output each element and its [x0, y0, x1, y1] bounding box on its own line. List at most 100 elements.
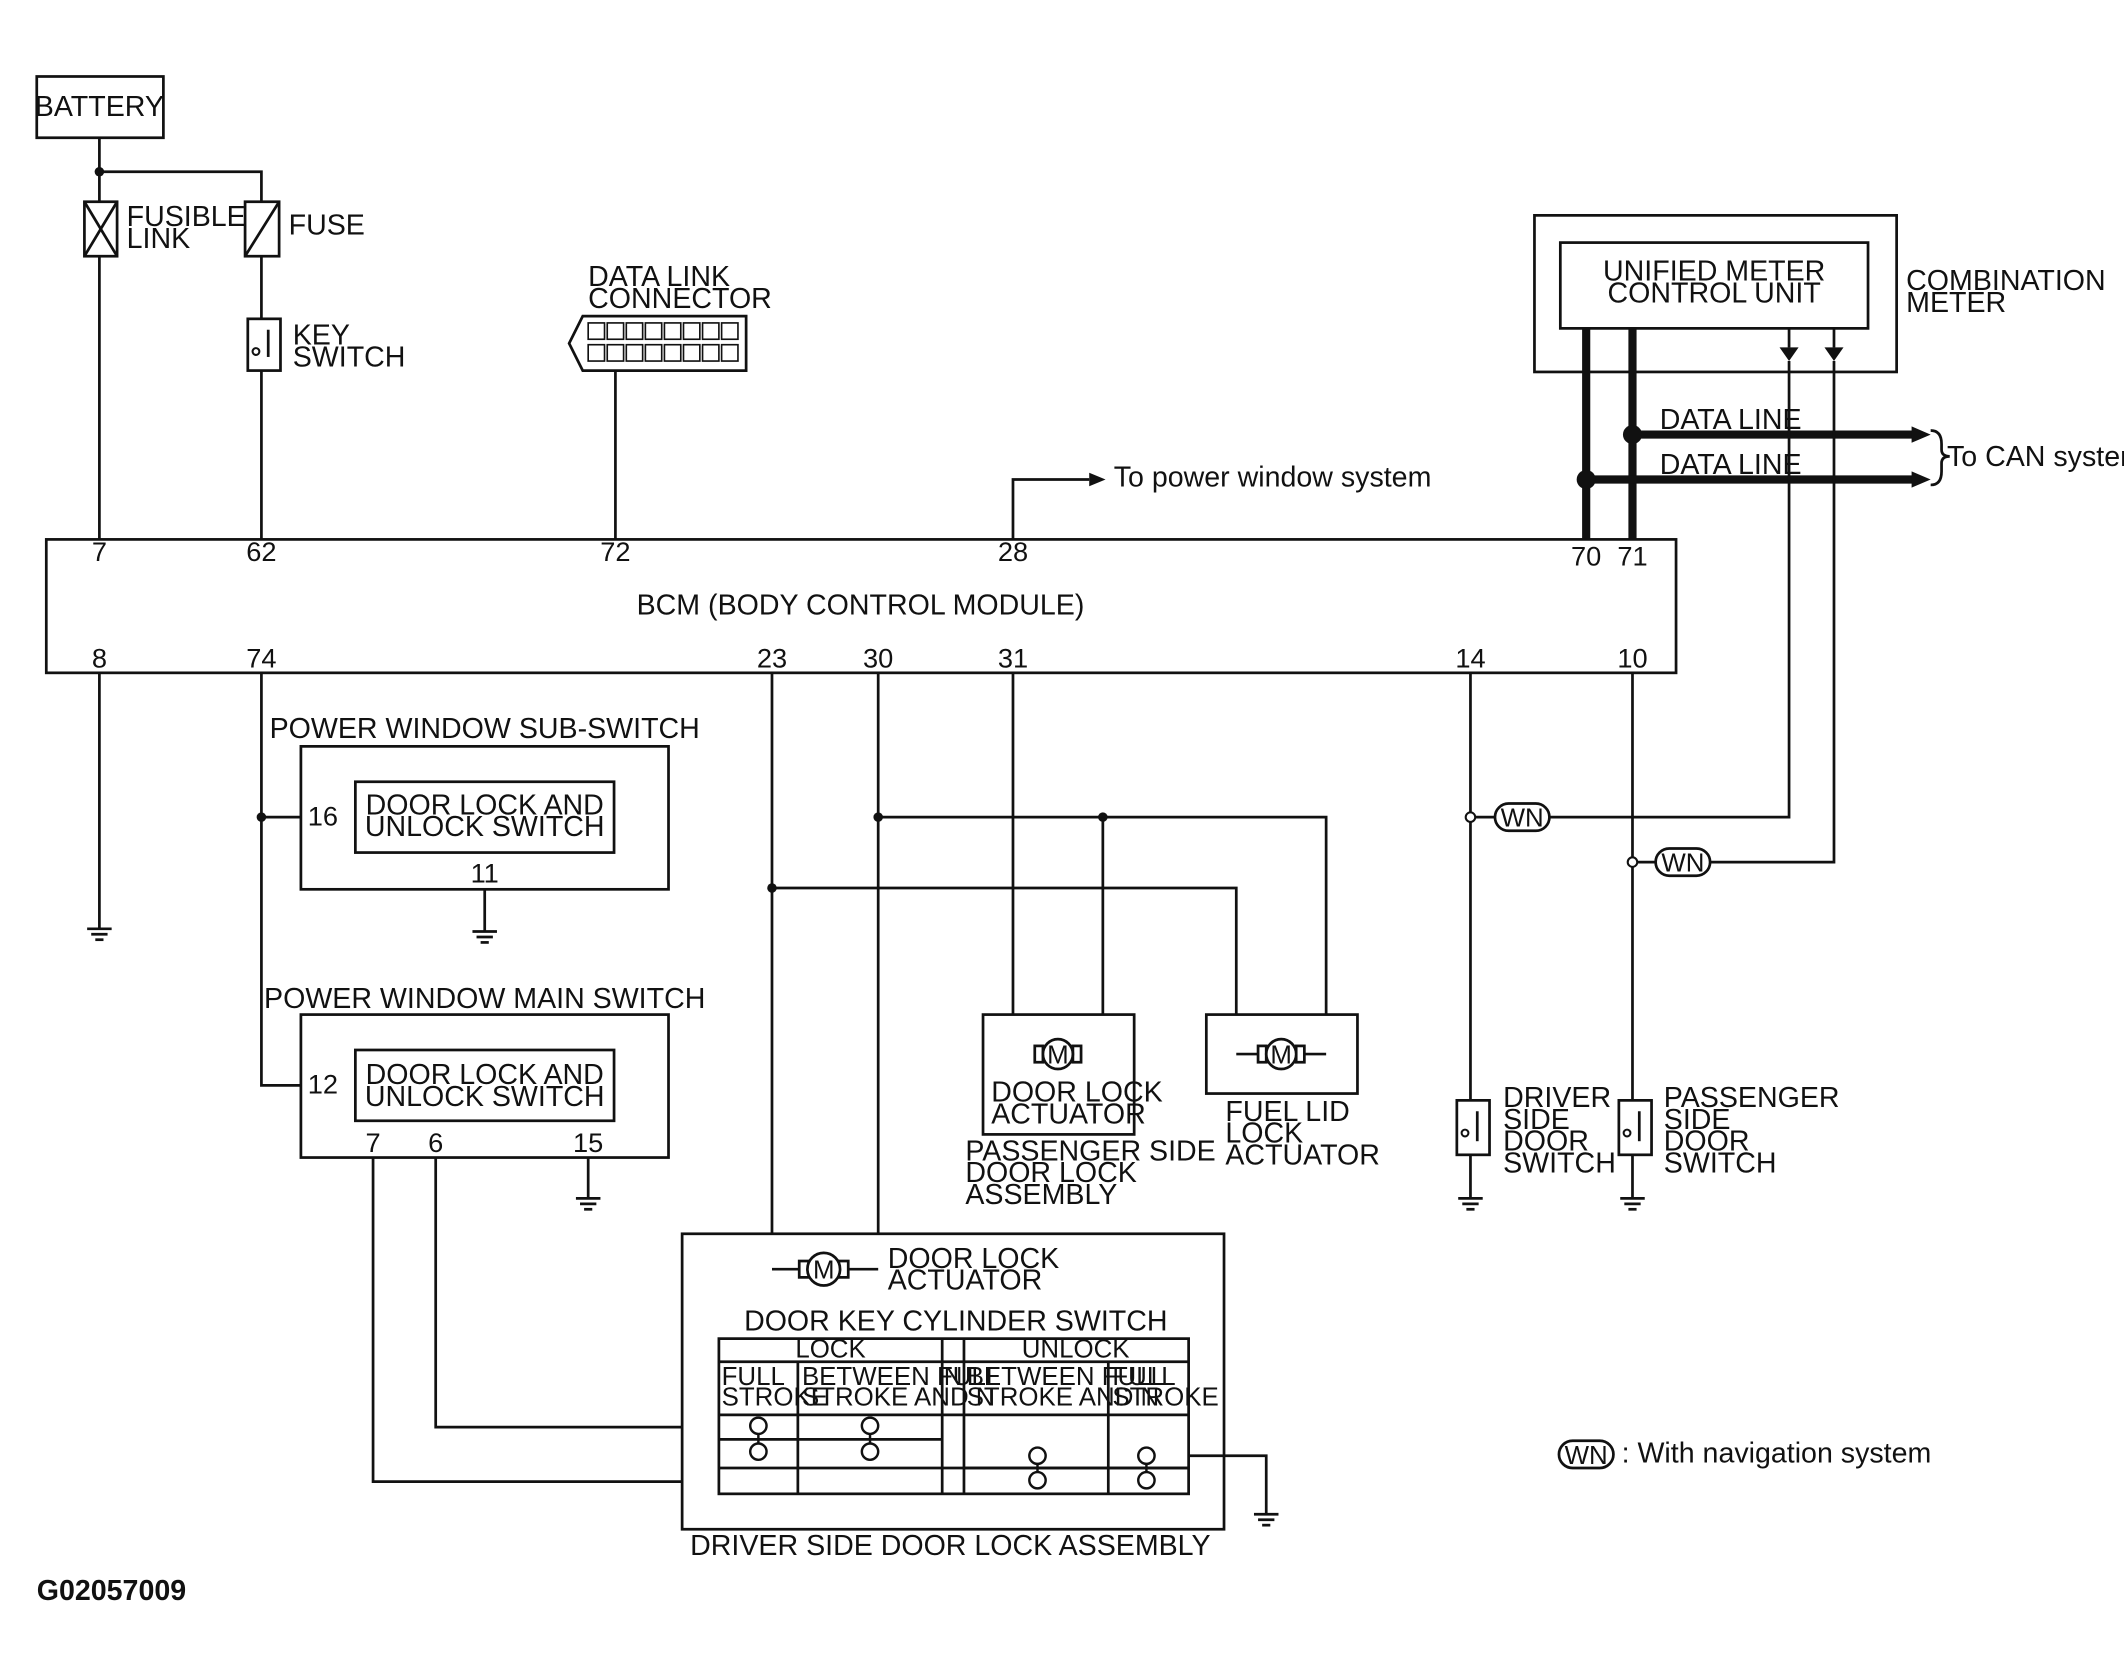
connector-pin-cell [606, 343, 625, 362]
switch-contact [860, 1416, 880, 1462]
main-switch-pin-6: 6 [428, 1127, 443, 1158]
motor-symbol: M [1047, 1042, 1069, 1070]
main-switch-pin-7: 7 [365, 1127, 380, 1158]
connector-pin-cell [720, 343, 739, 362]
bcm-pin-30: 30 [863, 642, 893, 673]
bcm-pin-8: 8 [92, 642, 107, 673]
battery-label: BATTERY [35, 91, 164, 123]
battery: BATTERY [35, 75, 165, 140]
data-line-label-1: DATA LINE [1660, 404, 1802, 436]
wn-label: WN [1501, 805, 1544, 833]
ground-symbol [1620, 1197, 1645, 1211]
connector-pin-cell [682, 343, 701, 362]
lock-header: LOCK [795, 1336, 865, 1364]
bcm: BCM (BODY CONTROL MODULE) 7 62 72 28 70 … [44, 536, 1678, 675]
pw-sub-switch-label: POWER WINDOW SUB-SWITCH [270, 713, 700, 745]
to-can-label: To CAN system [1947, 441, 2124, 473]
connector-pin-cell [701, 343, 720, 362]
wn-legend-label: : With navigation system [1622, 1438, 1932, 1470]
bcm-pin-71: 71 [1617, 540, 1647, 571]
motor-symbol: M [813, 1257, 835, 1285]
bcm-pin-10: 10 [1617, 642, 1647, 673]
switch-contact [748, 1416, 768, 1462]
n-header: N [944, 1363, 963, 1391]
connector-pin-cell [682, 322, 701, 341]
bcm-pin-28: 28 [998, 536, 1028, 567]
bcm-pin-74: 74 [246, 642, 276, 673]
connector-pin-cell [625, 322, 644, 341]
unlock-header: UNLOCK [1022, 1336, 1130, 1364]
connector-pin-cell [720, 322, 739, 341]
bcm-pin-72: 72 [600, 536, 630, 567]
ground-symbol [1253, 1512, 1279, 1527]
bcm-pin-62: 62 [246, 536, 276, 567]
connector-pin-cell [625, 343, 644, 362]
bcm-pin-70: 70 [1571, 540, 1601, 571]
motor-symbol: M [1270, 1042, 1292, 1070]
ground-symbol [575, 1197, 601, 1211]
ground-symbol [87, 927, 112, 942]
key-cylinder-label: DOOR KEY CYLINDER SWITCH [744, 1305, 1167, 1337]
sub-switch-pin-16: 16 [308, 800, 338, 831]
connector-pin-cell [644, 343, 663, 362]
data-line-label-2: DATA LINE [1660, 449, 1802, 481]
wn-badge: WN [1493, 802, 1551, 833]
switch-contact [1137, 1446, 1156, 1490]
connector-pin-cell [587, 343, 606, 362]
pw-main-switch-label: POWER WINDOW MAIN SWITCH [264, 983, 705, 1015]
bcm-pin-23: 23 [757, 642, 787, 673]
connector-pin-cell [587, 322, 606, 341]
driver-lock-assembly-label: DRIVER SIDE DOOR LOCK ASSEMBLY [690, 1530, 1210, 1562]
main-switch-pin-15: 15 [573, 1127, 603, 1158]
wn-label: WN [1661, 850, 1704, 878]
wn-badge: WN [1654, 847, 1712, 878]
connector-pin-cell [701, 322, 720, 341]
bcm-label: BCM (BODY CONTROL MODULE) [637, 589, 1085, 621]
connector-pin-cell [644, 322, 663, 341]
main-switch-pin-12: 12 [308, 1069, 338, 1100]
bcm-pin-31: 31 [998, 642, 1028, 673]
bcm-pin-14: 14 [1455, 642, 1485, 673]
ground-symbol [1458, 1197, 1483, 1211]
figure-id: G02057009 [37, 1575, 186, 1607]
wn-legend-badge: WN [1565, 1442, 1608, 1470]
sub-switch-pin-11: 11 [471, 858, 499, 889]
to-power-window-label: To power window system [1114, 461, 1432, 493]
connector-pin-cell [663, 322, 682, 341]
connector-pin-cell [663, 343, 682, 362]
ground-symbol [472, 930, 497, 944]
fuse-label: FUSE [289, 209, 365, 241]
connector-pin-cell [606, 322, 625, 341]
wn-legend: WN : With navigation system [1557, 1438, 1932, 1470]
